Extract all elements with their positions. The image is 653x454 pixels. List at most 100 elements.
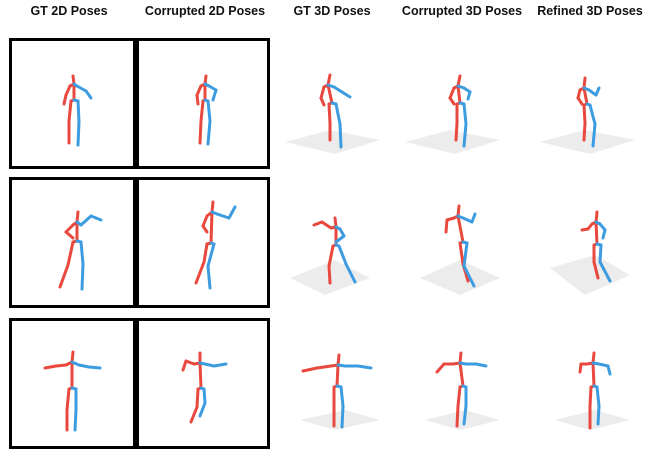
- ground-plane: [420, 260, 500, 295]
- left-bone-lel-lwr: [197, 95, 198, 104]
- row2-gt2d-skeleton: [60, 212, 101, 289]
- left-bone-lhip-lkn: [67, 389, 69, 410]
- left-bone-lhip-lkn: [584, 105, 585, 123]
- ground-plane: [555, 410, 630, 430]
- right-bone-rkn-rank: [342, 406, 343, 427]
- left-bone-lkn-lank: [200, 121, 201, 143]
- right-bone-rkn-rank: [593, 124, 595, 146]
- right-bone-rkn-rank: [82, 264, 83, 289]
- right-bone-rhip-rkn: [597, 387, 599, 406]
- right-bone-rhip-rkn: [208, 101, 210, 121]
- left-bone-head-neck: [460, 353, 461, 363]
- right-bone-rel-rwr: [214, 364, 226, 366]
- left-bone-head-neck: [338, 355, 339, 365]
- right-bone-rhip-rkn: [600, 245, 601, 262]
- left-bone-lsh-lel: [322, 222, 331, 228]
- left-bone-head-neck: [212, 202, 213, 212]
- left-bone-lkn-lank: [457, 406, 458, 426]
- left-bone-lsh-lel: [56, 365, 66, 366]
- right-bone-rhip-rkn: [590, 105, 595, 124]
- left-bone-head-neck: [328, 75, 330, 85]
- row1-gt3d-skeleton: [285, 75, 380, 154]
- left-bone-neck-pelv: [593, 363, 594, 386]
- right-bone-rel-rwr: [608, 366, 610, 374]
- left-bone-lhip-lkn: [201, 101, 203, 121]
- left-bone-neck-pelv: [200, 363, 201, 388]
- right-bone-rkn-rank: [340, 124, 341, 147]
- left-bone-lkn-lank: [191, 407, 197, 422]
- left-bone-lkn-lank: [456, 123, 457, 140]
- row3-corr3d-skeleton: [425, 353, 500, 430]
- right-bone-rkn-rank: [208, 266, 210, 288]
- left-bone-lkn-lank: [584, 123, 585, 140]
- right-bone-rhip-rkn: [464, 243, 467, 266]
- ground-plane: [285, 130, 380, 154]
- ground-plane: [425, 410, 500, 430]
- right-bone-rhip-rkn: [339, 246, 346, 264]
- right-bone-rel-rwr: [358, 366, 371, 368]
- row3-corr2d-skeleton: [183, 353, 226, 422]
- right-bone-rkn-rank: [75, 410, 76, 430]
- row2-gt3d-skeleton: [290, 218, 370, 295]
- row2-corr3d-skeleton: [420, 206, 500, 295]
- right-bone-rsh-rel: [217, 214, 229, 218]
- left-bone-lel-lwr: [580, 364, 581, 372]
- left-bone-lsh-lel: [450, 88, 454, 98]
- right-bone-rel-rwr: [91, 216, 101, 220]
- left-bone-neck-pelv: [460, 363, 463, 386]
- corrupted-2d-frame: [138, 320, 269, 448]
- left-bone-lkn-lank: [196, 262, 204, 283]
- left-bone-lel-lwr: [437, 364, 444, 372]
- right-bone-rkn-rank: [208, 121, 210, 144]
- ground-plane: [540, 130, 635, 154]
- left-bone-lel-lwr: [450, 98, 454, 104]
- left-bone-lel-lwr: [66, 232, 73, 238]
- row2-ref3d-skeleton: [550, 212, 630, 295]
- left-bone-lkn-lank: [329, 266, 330, 283]
- corrupted-2d-frame: [138, 179, 269, 307]
- left-bone-neck-pelv: [337, 365, 338, 386]
- right-bone-rel-rwr: [476, 364, 486, 366]
- right-bone-rel-rwr: [89, 367, 100, 368]
- right-bone-rkn-rank: [78, 122, 79, 145]
- left-bone-head-neck: [72, 352, 73, 362]
- left-bone-lsh-lel: [317, 366, 331, 368]
- left-bone-head-neck: [584, 78, 585, 88]
- row3-ref3d-skeleton: [555, 353, 630, 430]
- right-bone-rel-rwr: [472, 214, 475, 222]
- left-bone-neck-pelv: [596, 222, 597, 244]
- left-bone-lhip-lkn: [329, 104, 330, 123]
- row1-gt2d-skeleton: [64, 76, 91, 145]
- left-bone-lhip-lkn: [69, 101, 71, 121]
- right-bone-rhip-rkn: [464, 104, 466, 124]
- right-bone-rhip-rkn: [336, 104, 340, 124]
- left-bone-head-neck: [596, 212, 597, 222]
- left-bone-lsh-lel: [321, 87, 324, 98]
- row1-ref3d-skeleton: [540, 78, 635, 154]
- right-bone-rhip-rkn: [341, 387, 343, 406]
- right-bone-rel-rwr: [468, 92, 470, 99]
- left-bone-head-neck: [458, 76, 460, 86]
- right-bone-rhip-rkn: [208, 244, 214, 266]
- right-bone-rhip-rkn: [78, 101, 79, 122]
- ground-plane: [550, 255, 630, 295]
- left-bone-lel-lwr: [64, 95, 66, 104]
- right-bone-rel-rwr: [603, 230, 605, 238]
- left-bone-lel-lwr: [321, 98, 324, 105]
- ground-plane: [405, 130, 500, 154]
- row1-corr3d-skeleton: [405, 76, 500, 154]
- left-bone-neck-pelv: [458, 86, 460, 103]
- left-bone-lhip-lkn: [458, 387, 460, 406]
- row3-gt3d-skeleton: [300, 355, 380, 430]
- row3-gt2d-skeleton: [45, 352, 100, 430]
- left-bone-lel-lwr: [314, 222, 322, 225]
- left-bone-neck-pelv: [458, 216, 463, 242]
- left-bone-neck-pelv: [211, 212, 212, 243]
- gt-2d-frame: [11, 40, 135, 168]
- left-bone-lel-lwr: [183, 361, 186, 370]
- left-bone-lel-lwr: [45, 366, 56, 368]
- left-bone-lhip-lkn: [197, 389, 198, 407]
- left-bone-lel-lwr: [203, 226, 207, 232]
- right-bone-rel-rwr: [342, 92, 350, 97]
